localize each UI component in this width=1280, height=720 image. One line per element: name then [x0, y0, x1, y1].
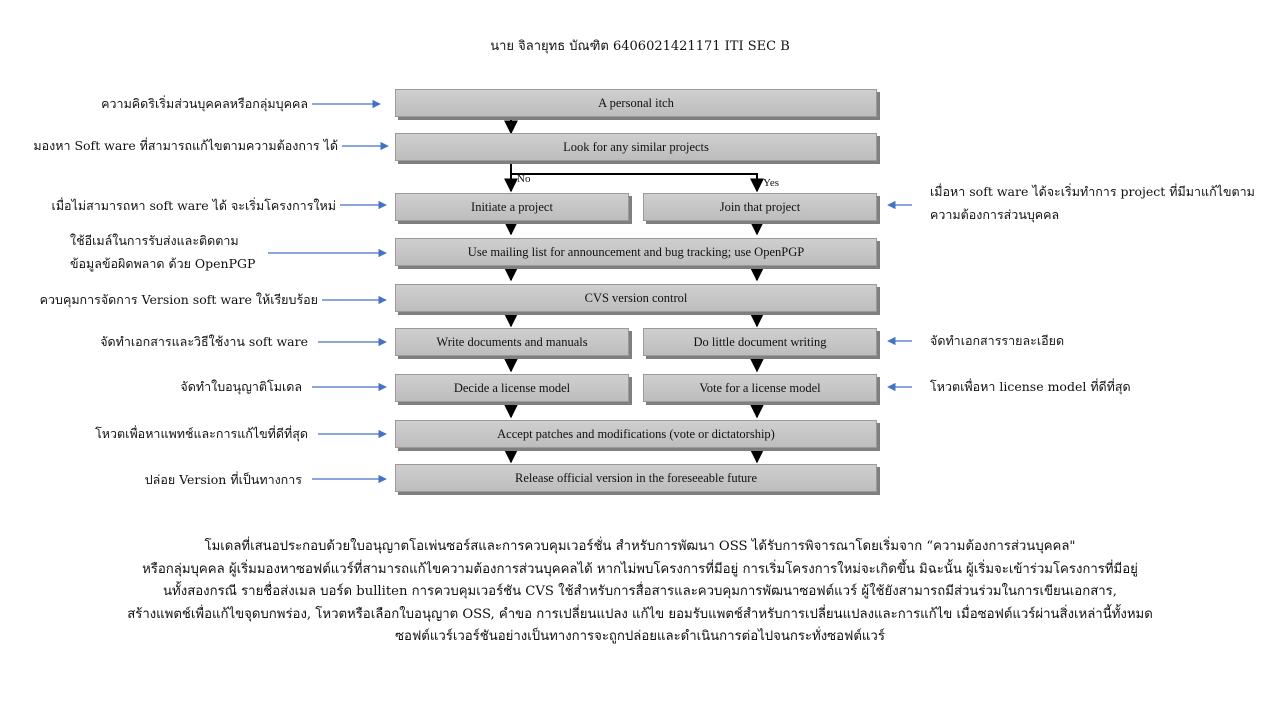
box-join: Join that project [643, 193, 877, 221]
summary-paragraph: โมเดลที่เสนอประกอบด้วยใบอนุญาตโอเพ่นซอร์… [20, 536, 1260, 649]
branch-label-no: No [517, 173, 531, 185]
box-accept-patches: Accept patches and modifications (vote o… [395, 420, 877, 448]
box-little-docs: Do little document writing [643, 328, 877, 356]
summary-line: โมเดลที่เสนอประกอบด้วยใบอนุญาตโอเพ่นซอร์… [204, 539, 1076, 554]
box-mailing: Use mailing list for announcement and bu… [395, 238, 877, 266]
note-personal-itch: ความคิดริเริ่มส่วนบุคคลหรือกลุ่มบุคคล [101, 96, 308, 111]
note-cvs: ควบคุมการจัดการ Version soft ware ให้เรี… [39, 292, 318, 307]
note-arrows [268, 99, 912, 484]
box-release: Release official version in the foreseea… [395, 464, 877, 492]
note-join-line1: เมื่อหา soft ware ได้จะเริ่มทำการ projec… [930, 184, 1255, 199]
box-look-similar: Look for any similar projects [395, 133, 877, 161]
box-decide-license: Decide a license model [395, 374, 629, 402]
box-vote-license: Vote for a license model [643, 374, 877, 402]
box-cvs: CVS version control [395, 284, 877, 312]
note-initiate: เมื่อไม่สามารถหา soft ware ได้ จะเริ่มโค… [51, 198, 336, 213]
summary-line: หรือกลุ่มบุคคล ผู้เริ่มมองหาซอฟต์แวร์ที่… [142, 561, 1138, 577]
summary-line: ซอฟต์แวร์เวอร์ชันอย่างเป็นทางการจะถูกปล่… [395, 629, 885, 644]
box-write-docs: Write documents and manuals [395, 328, 629, 356]
page-title: นาย จิลายุทธ บัณฑิต 6406021421171 ITI SE… [490, 39, 790, 54]
note-look-similar: มองหา Soft ware ที่สามารถแก้ไขตามความต้อ… [33, 138, 338, 153]
note-vote-license: โหวตเพื่อหา license model ที่ดีที่สุด [930, 379, 1131, 394]
note-mailing-line2: ข้อมูลข้อผิดพลาด ด้วย OpenPGP [70, 256, 256, 271]
summary-line: สร้างแพตช์เพื่อแก้ไขจุดบกพร่อง, โหวตหรือ… [127, 606, 1153, 622]
flow-arrows [504, 117, 764, 464]
note-join-line2: ความต้องการส่วนบุคคล [930, 207, 1060, 222]
box-initiate: Initiate a project [395, 193, 629, 221]
summary-line: นทั้งสองกรณี รายชื่อส่งเมล บอร์ด bullite… [163, 584, 1117, 599]
box-personal-itch: A personal itch [395, 89, 877, 117]
note-mailing-line1: ใช้อีเมล์ในการรับส่งและติดตาม [70, 233, 239, 248]
note-decide-license: จัดทำใบอนุญาติโมเดล [180, 379, 302, 394]
arrow-look-to-join [511, 173, 764, 193]
note-accept-patches: โหวตเพื่อหาแพทช์และการแก้ไขที่ดีที่สุด [95, 426, 308, 441]
note-write-docs: จัดทำเอกสารและวิธีใช้งาน soft ware [100, 334, 308, 349]
branch-label-yes: Yes [763, 177, 780, 189]
note-release: ปล่อย Version ที่เป็นทางการ [144, 472, 302, 487]
note-little-docs: จัดทำเอกสารรายละเอียด [930, 333, 1065, 348]
